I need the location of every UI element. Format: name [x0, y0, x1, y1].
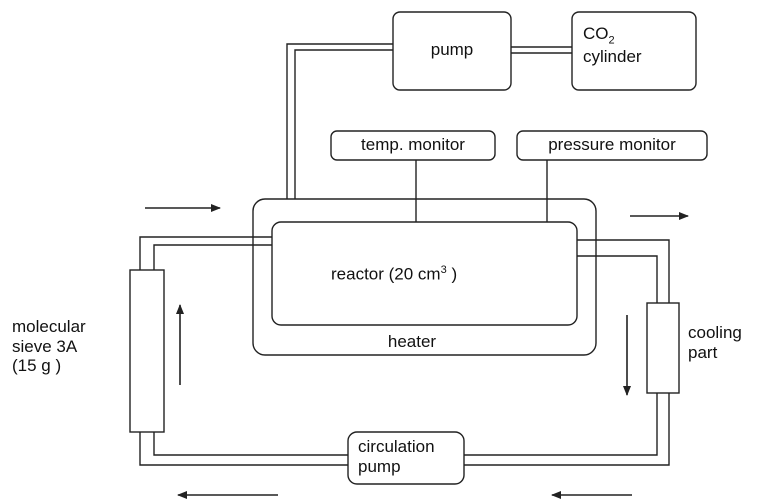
- pipe-pump-heater-outer: [286, 43, 393, 199]
- temp-monitor-box: [330, 130, 496, 161]
- reactor-label: reactor (20 cm3 ): [331, 264, 458, 284]
- molecular-sieve-box: [129, 269, 165, 433]
- pipe-left-inner: [153, 244, 272, 270]
- pipe-pump-heater-inner: [294, 49, 393, 199]
- circulation-pump-box: [347, 431, 465, 485]
- pump-box: [392, 11, 512, 91]
- temp-monitor-label: temp. monitor: [361, 135, 465, 154]
- heater-label: heater: [387, 332, 437, 351]
- pressure-monitor-box: [516, 130, 708, 161]
- cooling-part-label: cooling part: [688, 323, 742, 362]
- circulation-pump-label: circulation pump: [358, 437, 435, 476]
- molecular-sieve-label: molecular sieve 3A (15 g ): [12, 317, 86, 376]
- pump-label: pump: [430, 40, 474, 59]
- co2-cylinder-label: CO2 cylinder: [583, 24, 642, 67]
- co2-cylinder-box: [571, 11, 697, 91]
- pipe-bottom-left-outer: [139, 432, 348, 466]
- pressure-monitor-label: pressure monitor: [548, 135, 676, 154]
- heater-box: [252, 198, 597, 356]
- pipe-bottom-right-outer: [464, 393, 670, 466]
- pipe-bottom-right-inner: [464, 393, 658, 456]
- pipe-left-outer: [139, 236, 272, 270]
- pipe-right-inner: [577, 255, 658, 303]
- cooling-part-box: [646, 302, 680, 394]
- reactor-box: [271, 221, 578, 326]
- pipe-right-outer: [577, 239, 670, 303]
- pipe-bottom-left-inner: [153, 432, 348, 456]
